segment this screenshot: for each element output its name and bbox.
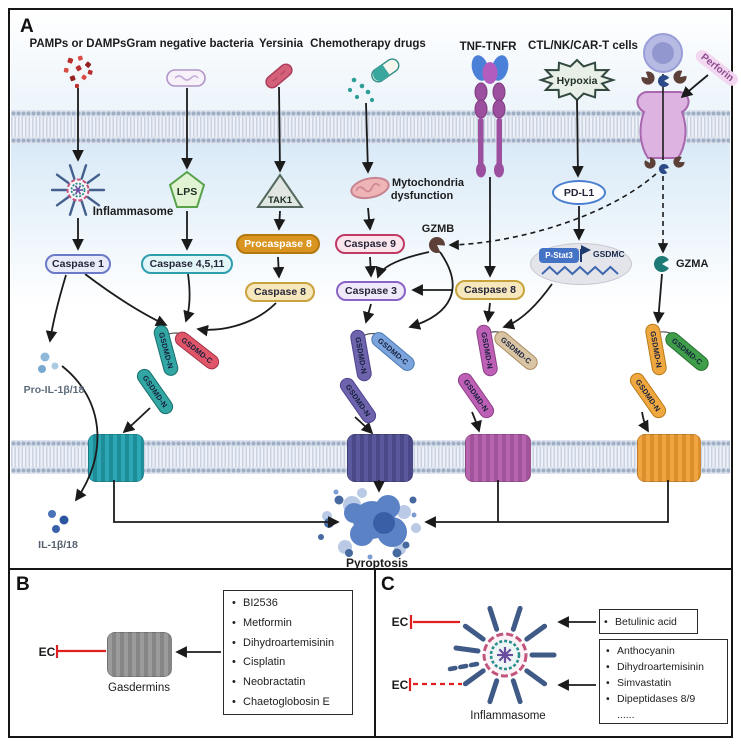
- gsdmd-pore-purple: [347, 434, 413, 482]
- pdl1-node: PD-L1: [552, 180, 606, 205]
- drug-item: Dihydroartemisinin: [228, 634, 348, 654]
- drug-item: Neobractatin: [228, 673, 348, 693]
- inflammasome-drug-box-2: Anthocyanin Dihydroartemisinin Simvastat…: [599, 639, 728, 724]
- gsdmd-pore-teal: [88, 434, 144, 482]
- panel-a-letter: A: [20, 16, 34, 37]
- gsdmc-gene-label: GSDMC: [593, 249, 625, 259]
- panel-c-letter: C: [381, 574, 395, 595]
- panel-b-letter: B: [16, 574, 30, 595]
- drug-item: BI2536: [228, 594, 348, 614]
- extracellular-zone: [11, 11, 730, 110]
- pstat3-node: P-Stat3: [539, 248, 579, 263]
- label-ctl-nk-cart: CTL/NK/CAR-T cells: [528, 40, 638, 52]
- lipid-heads: [11, 110, 730, 117]
- label-gram-negative: Gram negative bacteria: [126, 38, 254, 50]
- ec-label-c-bottom: EC: [391, 678, 409, 692]
- gasdermins-label: Gasdermins: [108, 682, 170, 694]
- drug-item: Dihydroartemisinin: [602, 659, 725, 675]
- drug-item: Simvastatin: [602, 675, 725, 691]
- drug-item: Cisplatin: [228, 653, 348, 673]
- label-tnf-tnfr: TNF-TNFR: [459, 41, 517, 53]
- ec-label-b: EC: [38, 645, 56, 659]
- gasdermin-drugs-box: BI2536 Metformin Dihydroartemisinin Cisp…: [223, 590, 353, 715]
- pro-il-label: Pro-IL-1β/18: [23, 384, 85, 396]
- inflammasome-label-c: Inflammasome: [470, 710, 546, 722]
- caspase8-left-node: Caspase 8: [245, 282, 315, 302]
- procaspase8-node: Procaspase 8: [236, 234, 320, 254]
- lipid-tails: [11, 117, 730, 137]
- drug-item: Dipeptidases 8/9: [602, 691, 725, 707]
- drug-item: Betulinic acid: [600, 614, 677, 630]
- caspase8-tnf-node: Caspase 8: [455, 280, 525, 300]
- label-pamps: PAMPs or DAMPs: [29, 38, 127, 50]
- inflammasome-label: Inflammasome: [92, 206, 174, 218]
- pyroptosis-label: Pyroptosis: [345, 556, 409, 570]
- drug-item: Anthocyanin: [602, 643, 725, 659]
- label-yersinia: Yersinia: [258, 38, 304, 50]
- lipid-heads: [11, 137, 730, 144]
- gzmb-label: GZMB: [421, 223, 455, 235]
- caspase1-node: Caspase 1: [45, 254, 111, 274]
- inflammasome-drug-box-1: Betulinic acid: [599, 609, 698, 634]
- drug-item: Chaetoglobosin E: [228, 693, 348, 713]
- gsdmd-pore-orange: [637, 434, 701, 482]
- plasma-membrane-top: [11, 110, 730, 144]
- drug-item-ellipsis: ......: [617, 709, 635, 721]
- pstat3-label: P-Stat3: [545, 251, 573, 260]
- caspase9-node: Caspase 9: [335, 234, 405, 254]
- gasdermins-pore-gray: [107, 632, 172, 677]
- mitochondria-label-line1: Mytochondria: [391, 177, 465, 189]
- gsdmd-pore-magenta: [465, 434, 531, 482]
- mitochondria-label-line2: dysfunction: [390, 190, 454, 202]
- gzma-label: GZMA: [676, 258, 709, 270]
- caspase3-node: Caspase 3: [336, 281, 406, 301]
- caspase4511-node: Caspase 4,5,11: [141, 254, 233, 274]
- drug-item: Metformin: [228, 614, 348, 634]
- label-chemo-drugs: Chemotherapy drugs: [310, 38, 426, 50]
- il-label: IL-1β/18: [38, 539, 78, 551]
- ec-label-c-top: EC: [391, 615, 409, 629]
